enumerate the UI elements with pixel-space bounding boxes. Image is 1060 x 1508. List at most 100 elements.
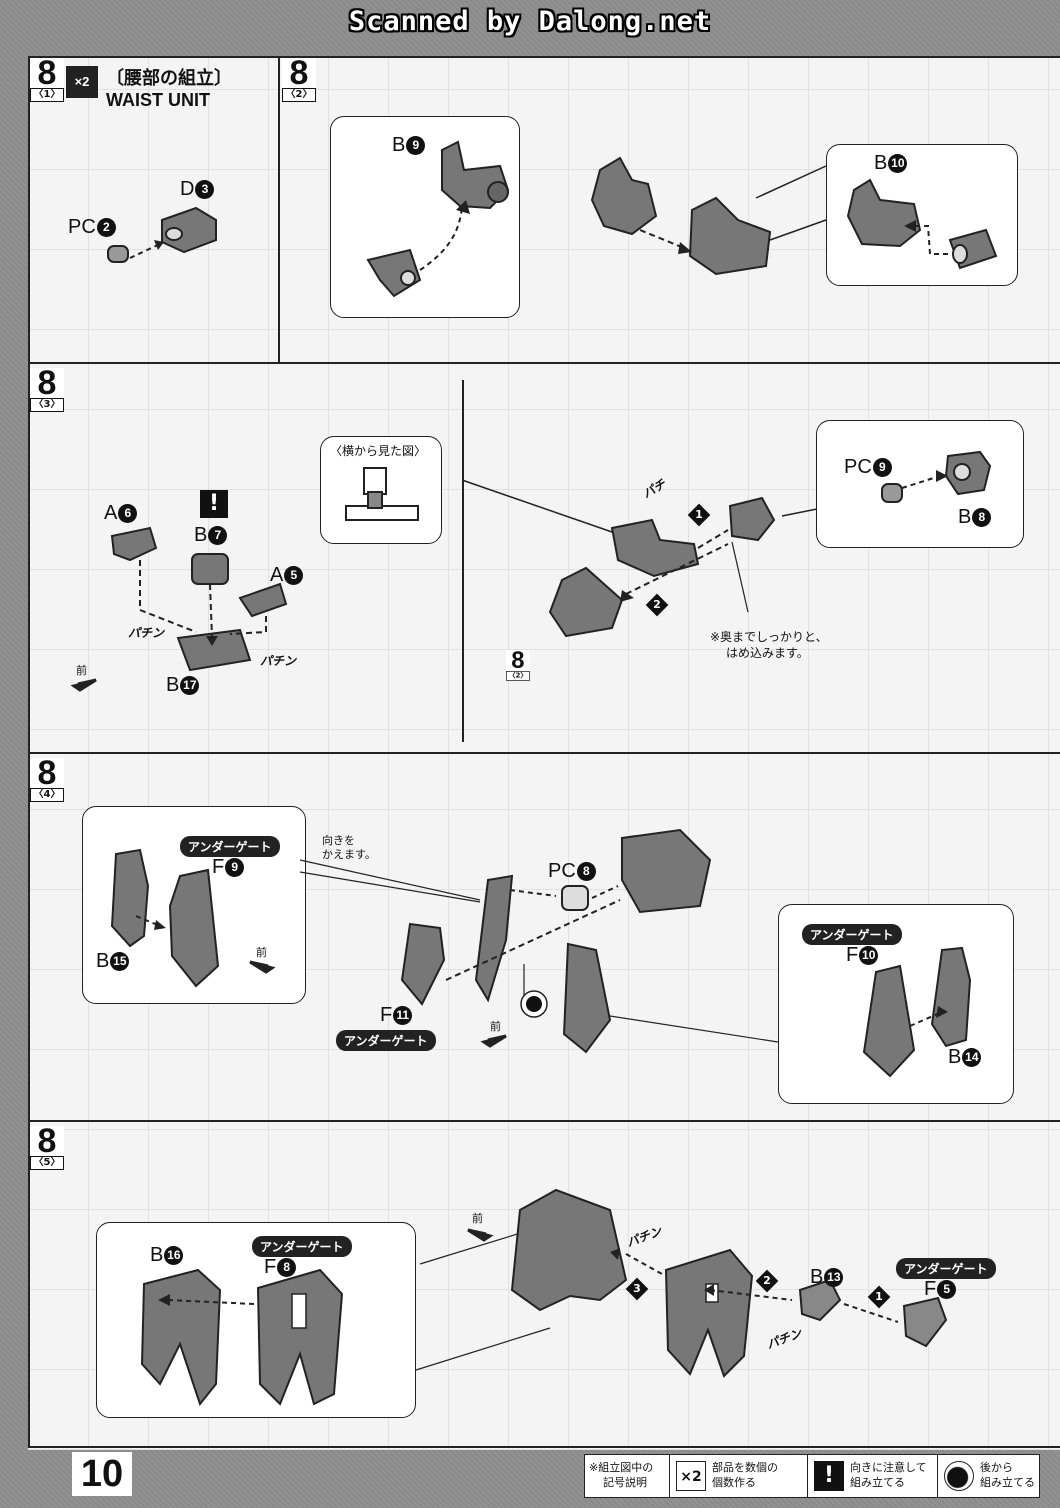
legend-warn-text-1: 向きに注意して (850, 1461, 927, 1474)
step-substep: 〈5〉 (30, 1156, 64, 1170)
front-label: 前 (256, 946, 267, 959)
order-marker: 1 (687, 503, 711, 527)
orientation-warning-icon: ! (814, 1461, 844, 1491)
waist-final-drawing (510, 1188, 948, 1378)
part-letter: B (810, 1266, 824, 1288)
watermark: Scanned by Dalong.net (348, 6, 712, 37)
side-view-drawing (345, 467, 419, 521)
assemble-later-icon (944, 1461, 974, 1491)
side-view-callout (320, 436, 442, 544)
front-label: 前 (472, 1212, 483, 1225)
pc9-drawing (881, 450, 992, 503)
callout-box (816, 420, 1024, 548)
shoulder-joint-drawing (366, 140, 510, 298)
shoulder-assembly-drawing (590, 156, 827, 276)
part-letter: F (212, 856, 225, 878)
step-badge-8-2: 8 〈2〉 (282, 56, 316, 102)
part-number: 10 (888, 154, 908, 174)
step-badge-8-1: 8 〈1〉 (30, 56, 64, 102)
waist-parts-drawing (107, 206, 217, 263)
part-number: 17 (180, 676, 200, 696)
step-number: 8 (30, 756, 64, 790)
orientation-warning-icon: ! (200, 490, 228, 518)
step-badge-8-4: 8 〈4〉 (30, 756, 64, 802)
part-number: 6 (118, 504, 138, 524)
step-number: 8 (30, 1124, 64, 1158)
front-arrow-icon (70, 678, 97, 692)
step-substep: 〈2〉 (506, 671, 530, 681)
part-number: 9 (225, 858, 245, 878)
front-arrow-icon (467, 1228, 494, 1242)
legend-heading-2: 記号説明 (603, 1476, 647, 1489)
legend-heading-1: ※組立図中の (589, 1461, 654, 1474)
legend-warn-text-2: 組み立てる (850, 1476, 905, 1489)
part-letter: F (846, 944, 859, 966)
part-number: 2 (96, 218, 116, 238)
part-number: 5 (284, 566, 304, 586)
part-letter: D (180, 178, 195, 200)
section-divider (28, 1120, 1060, 1122)
step-substep: 〈2〉 (282, 88, 316, 102)
part-letter: B (948, 1046, 962, 1068)
turn-note-line-2: かえます。 (322, 848, 376, 861)
frame-left (28, 56, 30, 1448)
part-number: 5 (937, 1280, 957, 1300)
step-number: 8 (506, 649, 530, 672)
skirt-armor-drawing (299, 828, 779, 1054)
step-number: 8 (30, 56, 64, 90)
symbol-legend: ※組立図中の 記号説明 ×2 部品を数個の 個数作る ! 向きに注意して 組み立… (584, 1454, 1040, 1498)
side-view-label: 〈横から見た図〉 (330, 444, 427, 458)
part-number: 3 (195, 180, 215, 200)
part-letter: PC (68, 216, 96, 238)
order-marker: 2 (755, 1269, 779, 1293)
multiplier-icon: ×2 (676, 1461, 706, 1491)
section-divider (28, 1446, 1060, 1448)
note-line-2: はめ込みます。 (726, 646, 809, 660)
part-letter: B (874, 152, 888, 174)
part-number: 8 (972, 508, 992, 528)
section-title-jp: 〔腰部の組立〕 (106, 68, 232, 89)
f9-b15-drawing (110, 848, 220, 988)
legend-back-cell: 後から 組み立てる (937, 1455, 1038, 1497)
rear-skirt-drawing (140, 1223, 551, 1407)
part-number: 10 (859, 946, 879, 966)
legend-x2-text-1: 部品を数個の (712, 1461, 778, 1474)
part-number: 8 (576, 862, 596, 882)
note-line-1: ※奥までしっかりと、 (710, 630, 828, 644)
front-arrow-icon (480, 1034, 507, 1048)
legend-warn-cell: ! 向きに注意して 組み立てる (807, 1455, 934, 1497)
column-divider (278, 56, 280, 362)
part-number: 15 (110, 952, 130, 972)
under-gate-badge: アンダーゲート (802, 924, 902, 945)
order-marker: 1 (867, 1285, 891, 1309)
snap-sound-label: パチン (260, 654, 297, 668)
part-number: 8 (277, 1258, 297, 1278)
front-label: 前 (490, 1020, 501, 1033)
part-number: 7 (208, 526, 228, 546)
legend-x2-text-2: 個数作る (712, 1476, 756, 1489)
front-arrow-icon (249, 960, 276, 974)
part-letter: B (392, 134, 406, 156)
under-gate-badge: アンダーゲート (896, 1258, 996, 1279)
under-gate-badge: アンダーゲート (336, 1030, 436, 1051)
page-number: 10 (72, 1452, 132, 1496)
part-number: 16 (164, 1246, 184, 1266)
under-gate-badge: アンダーゲート (180, 836, 280, 857)
step-substep: 〈3〉 (30, 398, 64, 412)
part-letter: B (96, 950, 110, 972)
callout-box (330, 116, 520, 318)
